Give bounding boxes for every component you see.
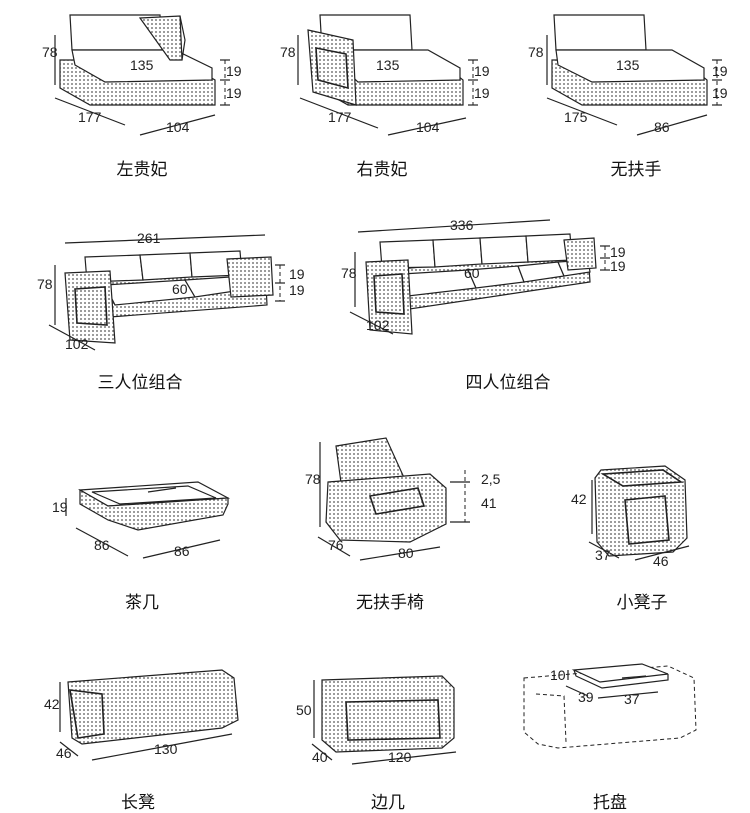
dim-width: 102 [366,317,390,333]
dim-height: 50 [296,702,312,718]
caption-side-table: 边几 [371,793,405,813]
dim-depth: 39 [578,689,594,705]
dim-height: 78 [528,44,544,60]
dim-depth: 46 [56,745,72,761]
coffee-table-drawing: 19 86 86 [52,481,231,559]
side-table-drawing: 50 40 120 [296,675,457,765]
dim-seat-2: 19 [226,85,242,101]
dim-height: 78 [37,276,53,292]
dim-depth: 76 [328,537,344,553]
dim-height: 78 [341,265,357,281]
armless-chair-drawing: 78 2,5 41 76 80 [305,437,501,561]
long-bench-drawing: 42 46 130 [44,669,239,761]
dim-width: 46 [653,553,669,569]
dim-seat-1: 19 [226,63,242,79]
dim-height: 42 [44,696,60,712]
dim-depth: 37 [595,547,611,563]
dim-depth: 60 [464,265,480,281]
dim-height: 19 [52,499,68,515]
dim-width: 86 [174,543,190,559]
dim-top-width: 261 [137,230,161,246]
dim-base: 104 [416,119,440,135]
dim-width: 175 [564,109,588,125]
caption-tray: 托盘 [593,793,627,813]
dim-depth: 135 [376,57,400,73]
dim-height: 10 [550,667,566,683]
dim-seat-height: 41 [481,495,497,511]
dim-top-width: 336 [450,217,474,233]
three-seat-drawing: 261 78 60 19 19 102 [37,230,305,352]
caption-small-stool: 小凳子 [616,593,668,613]
dim-seat-2: 19 [474,85,490,101]
dim-seat-1: 19 [474,63,490,79]
dim-depth: 86 [94,537,110,553]
dim-width: 37 [624,691,640,707]
small-stool-drawing: 42 37 46 [571,465,690,569]
caption-three-seat: 三人位组合 [97,373,183,393]
caption-four-seat: 四人位组合 [465,373,551,393]
dim-depth: 135 [616,57,640,73]
dim-depth: 135 [130,57,154,73]
dim-width: 130 [154,741,178,757]
dim-height: 78 [42,44,58,60]
dim-seat-1: 19 [289,266,305,282]
caption-coffee-table: 茶几 [125,593,159,613]
caption-armless: 无扶手 [610,160,662,180]
dim-height: 42 [571,491,587,507]
dim-width: 177 [78,109,102,125]
armless-drawing: 78 135 19 19 175 86 [528,14,728,136]
dim-height: 78 [280,44,296,60]
dim-seat-2: 19 [712,85,728,101]
dim-seat-1: 19 [610,244,626,260]
dim-seat-top: 2,5 [481,471,501,487]
dim-seat-2: 19 [610,258,626,274]
dim-depth: 60 [172,281,188,297]
tray-drawing: 10 39 37 [523,663,697,749]
caption-armless-chair: 无扶手椅 [356,593,424,613]
caption-right-chaise: 右贵妃 [356,160,408,180]
dim-width: 80 [398,545,414,561]
dim-seat-2: 19 [289,282,305,298]
dim-width: 120 [388,749,412,765]
dim-seat-1: 19 [712,63,728,79]
dim-base: 86 [654,119,670,135]
four-seat-drawing: 336 78 60 19 19 102 [341,217,626,335]
caption-long-bench: 长凳 [121,793,155,813]
right-chaise-drawing: 78 135 19 19 177 104 [280,14,490,136]
dim-base: 104 [166,119,190,135]
dim-depth: 40 [312,749,328,765]
left-chaise-drawing: 78 135 19 19 177 104 [42,14,242,136]
dim-width: 102 [65,336,89,352]
dim-width: 177 [328,109,352,125]
dim-height: 78 [305,471,321,487]
caption-left-chaise: 左贵妃 [116,160,168,180]
